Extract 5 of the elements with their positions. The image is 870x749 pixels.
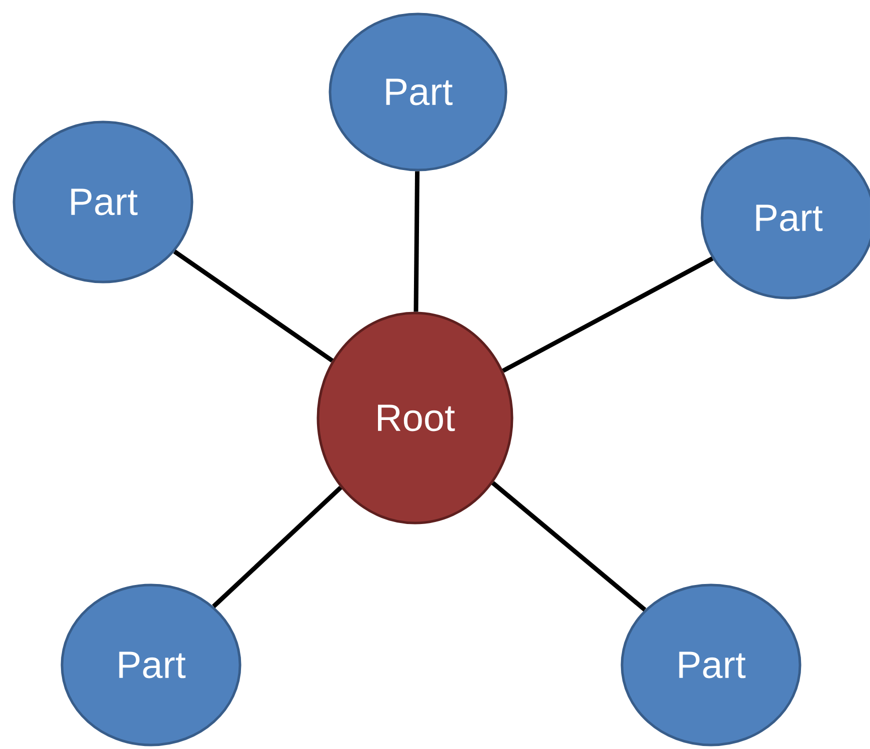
- connector-line: [414, 171, 420, 312]
- connector-line: [502, 256, 714, 373]
- connector-line: [212, 486, 342, 608]
- connector-line: [173, 250, 334, 363]
- connector-line: [491, 481, 646, 612]
